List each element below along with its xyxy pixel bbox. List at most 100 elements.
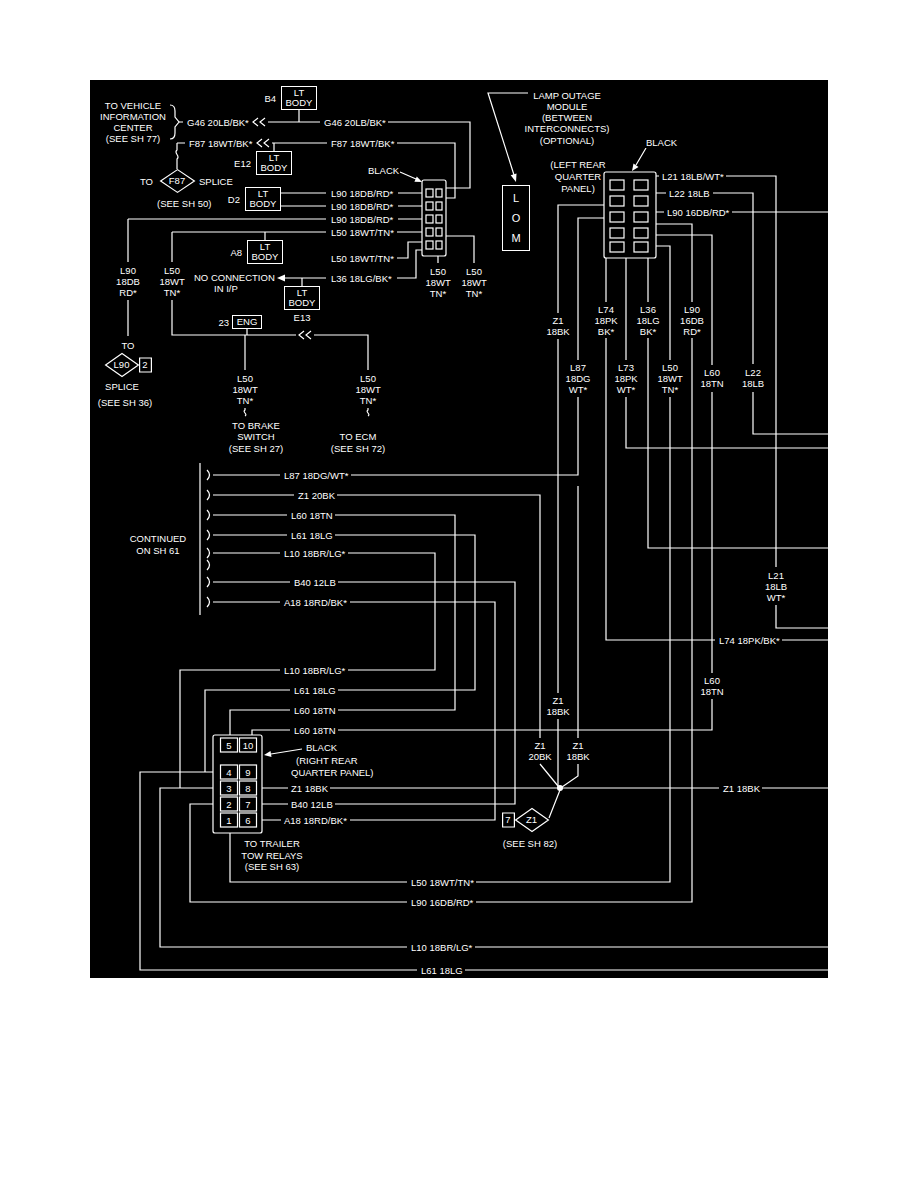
connector-color: BLACK [305, 742, 338, 753]
note-text: IN I/P [213, 283, 239, 294]
note-text: (OPTIONAL) [539, 135, 595, 146]
wire-label: L90 18DB RD* [115, 265, 141, 298]
wires [128, 93, 828, 970]
note-text: TO [120, 340, 135, 351]
note-text: TO BRAKE [231, 420, 281, 431]
connector-cavity [436, 189, 442, 197]
connector-box: LT BODY [245, 187, 282, 211]
connector-body [604, 172, 656, 258]
pin-number: 2 [225, 799, 232, 810]
wire-label: L60 18TN [293, 725, 337, 736]
wire-label: L50 18WT TN* [460, 266, 487, 299]
wire-label: Z1 18BK [545, 695, 570, 717]
connector-box: LT BODY [284, 286, 321, 310]
wire-label: G46 20LB/BK* [186, 117, 250, 128]
wire-label: G46 20LB/BK* [323, 117, 387, 128]
connector-cavity [221, 813, 238, 827]
connector-cavity [240, 813, 257, 827]
wire-label: L73 18PK WT* [613, 362, 638, 395]
wire-label: L36 18LG/BK* [330, 273, 393, 284]
cavity-number: B4 [263, 93, 277, 104]
node-text: LT BODY [250, 189, 277, 209]
splice-diamond: 7Z1 [502, 808, 549, 832]
note-text: INFORMATION [99, 111, 167, 122]
node-text: L O M [511, 188, 520, 248]
wire-label: L90 16DB RD* [679, 304, 705, 337]
node-text: 2 [139, 353, 152, 377]
wire-label: L22 18LB [741, 367, 765, 389]
wire-label: L50 18WT TN* [354, 373, 381, 406]
wire-label: L21 18LB/WT* [661, 171, 725, 182]
connector-cavity [436, 202, 442, 210]
node-text: F87 [160, 169, 195, 193]
note-text: SPLICE [198, 176, 234, 187]
wire-label: B40 12LB [290, 799, 334, 810]
connector-cavity [610, 196, 624, 206]
note-text: NO CONNECTION [193, 272, 276, 283]
splice-diamond: F87 [160, 169, 195, 193]
note-text: CONTINUED [129, 533, 187, 544]
wire-label: Z1 18BK [545, 315, 570, 337]
cavity-number: E13 [293, 312, 312, 323]
wire-label: A18 18RD/BK* [283, 597, 348, 608]
connector-body [422, 180, 446, 256]
wire-label: L22 18LB [668, 188, 711, 199]
note-text: (SEE SH 77) [105, 133, 161, 144]
arrowhead [632, 164, 639, 171]
connector-body [213, 735, 262, 833]
wire-label: L90 16DB/RD* [666, 207, 730, 218]
connector-cavity [610, 212, 624, 222]
wire-label: L50 18WT TN* [656, 362, 683, 395]
wire [213, 475, 828, 820]
pin-number: 1 [225, 815, 232, 826]
wire-label: L60 18TN [699, 675, 724, 697]
pin-number: 8 [244, 783, 251, 794]
note-text: (RIGHT REAR [295, 755, 359, 766]
note-text: (SEE SH 63) [244, 861, 300, 872]
connector-color: BLACK [645, 137, 678, 148]
pin-number: 3 [225, 783, 232, 794]
note-text: (SEE SH 50) [156, 198, 212, 209]
node-text: L90 [105, 353, 139, 377]
wire-label: L21 18LB WT* [764, 570, 788, 603]
connector-cavity [634, 212, 648, 222]
node-text: LT BODY [289, 288, 316, 308]
diagram-background [90, 80, 828, 978]
wire-label: L50 18WT/TN* [410, 877, 475, 888]
connector-cavity [221, 738, 238, 752]
wire-label: L60 18TN [293, 705, 337, 716]
pin-number: 6 [244, 815, 251, 826]
arrowhead [414, 176, 422, 182]
connector-cavity [610, 242, 624, 252]
note-text: QUARTER [554, 171, 602, 182]
note-text: MODULE [546, 101, 589, 112]
connector-cavity [426, 215, 433, 223]
connector-brace [170, 105, 179, 139]
connector-cavity [426, 202, 433, 210]
wire-label: L10 18BR/LG* [410, 942, 473, 953]
note-text: QUARTER PANEL) [290, 767, 375, 778]
wire-label: Z1 18BK [565, 740, 590, 762]
wire-label: Z1 18BK [722, 783, 761, 794]
wire-label: L74 18PK/BK* [718, 635, 781, 646]
node-text: ENG [237, 317, 258, 327]
module-box: L O M [502, 185, 529, 251]
pin-number: 4 [225, 767, 232, 778]
wire-label: A18 18RD/BK* [283, 815, 348, 826]
wire-label: Z1 20BK [527, 740, 552, 762]
continued-bracket [200, 463, 210, 615]
cavity-number: D2 [227, 194, 241, 205]
connector-cavity [426, 189, 433, 197]
connector-cavity [634, 228, 648, 238]
wire-label: L61 18LG [420, 965, 464, 976]
connector-box: LT BODY [281, 86, 318, 110]
wire-label: L87 18DG/WT* [283, 470, 349, 481]
connector-cavity [221, 765, 238, 779]
connector-cavity [426, 228, 433, 236]
wire [128, 109, 474, 416]
diamond-outline [160, 170, 194, 193]
wire-label: L36 18LG BK* [635, 304, 660, 337]
pin-number: 10 [242, 740, 255, 751]
connector-cavity [634, 196, 648, 206]
note-text: (SEE SH 36) [97, 397, 153, 408]
